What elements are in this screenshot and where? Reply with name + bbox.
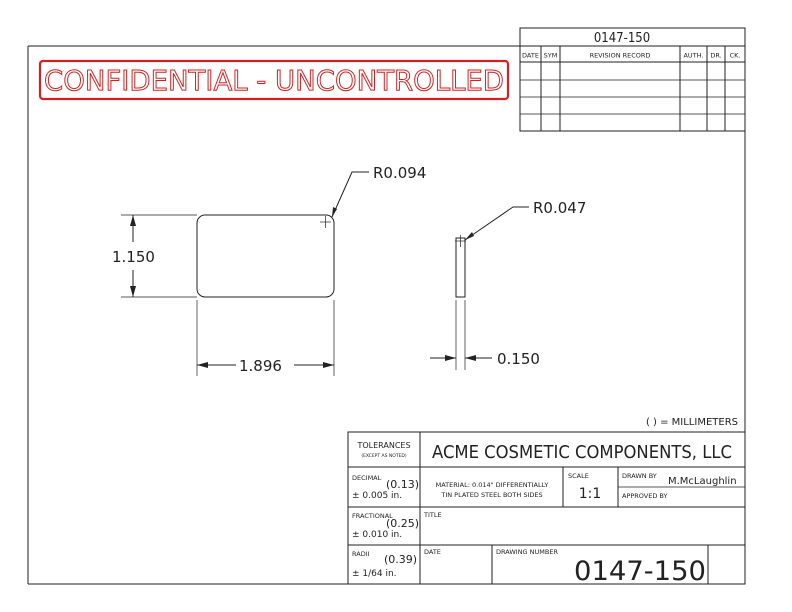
rev-header-dr: DR.: [710, 52, 721, 60]
units-note: ( ) = MILLIMETERS: [646, 417, 738, 428]
part-outline: [196, 214, 335, 298]
date-label: DATE: [424, 548, 441, 556]
decimal-label: DECIMAL: [352, 474, 382, 482]
radius-large-leader: [331, 171, 369, 218]
material-line-1: MATERIAL: 0.014" DIFFERENTIALLY: [436, 481, 549, 489]
rev-header-record: REVISION RECORD: [590, 52, 651, 60]
rev-header-sym: SYM: [544, 52, 558, 60]
stamp-border: [38, 59, 510, 101]
title-block: TOLERANCES (EXCEPT AS NOTED) ACME COSMET…: [347, 431, 746, 587]
scale-label: SCALE: [568, 472, 589, 480]
company-name: ACME COSMETIC COMPONENTS, LLC: [432, 442, 732, 463]
rev-header-ck: CK.: [730, 52, 741, 60]
rev-header-auth: AUTH.: [683, 52, 703, 60]
part-front-view: R0.094 1.150 1.896: [112, 164, 426, 376]
approved-by-label: APPROVED BY: [622, 492, 668, 500]
radii-mm: (0.39): [384, 553, 417, 566]
radii-in: ± 1/64 in.: [352, 569, 397, 579]
drawn-by-value: M.McLaughlin: [668, 476, 737, 487]
radius-small-label: R0.047: [533, 199, 586, 217]
width-label: 1.896: [239, 357, 282, 375]
drawing-number-label: DRAWING NUMBER: [496, 548, 558, 556]
title-label: TITLE: [423, 511, 442, 519]
decimal-mm: (0.13): [386, 478, 419, 491]
drawn-by-label: DRAWN BY: [622, 472, 657, 480]
tolerances-label: TOLERANCES: [356, 441, 410, 450]
material-line-2: TIN PLATED STEEL BOTH SIDES: [440, 491, 542, 499]
confidential-stamp: CONFIDENTIAL - UNCONTROLLED: [38, 59, 510, 101]
thickness-label: 0.150: [497, 350, 540, 368]
height-label: 1.150: [112, 248, 155, 266]
doc-number-top: 0147-150: [594, 31, 650, 46]
radii-label: RADII: [352, 550, 370, 558]
radius-small-leader: [464, 206, 529, 241]
stamp-text: CONFIDENTIAL - UNCONTROLLED: [44, 64, 504, 97]
except-note: (EXCEPT AS NOTED): [361, 453, 407, 459]
fractional-in: ± 0.010 in.: [352, 530, 402, 540]
drawing-number: 0147-150: [574, 556, 706, 587]
part-side-view: R0.047 0.150: [430, 199, 586, 370]
rev-header-date: DATE: [522, 52, 539, 60]
fractional-label: FRACTIONAL: [352, 512, 393, 520]
scale-value: 1:1: [579, 486, 602, 502]
revision-block: 0147-150 DATE SYM REVISION RECORD AUTH. …: [519, 27, 746, 132]
decimal-in: ± 0.005 in.: [352, 491, 402, 501]
fractional-mm: (0.25): [386, 517, 419, 530]
radius-large-label: R0.094: [373, 164, 426, 182]
